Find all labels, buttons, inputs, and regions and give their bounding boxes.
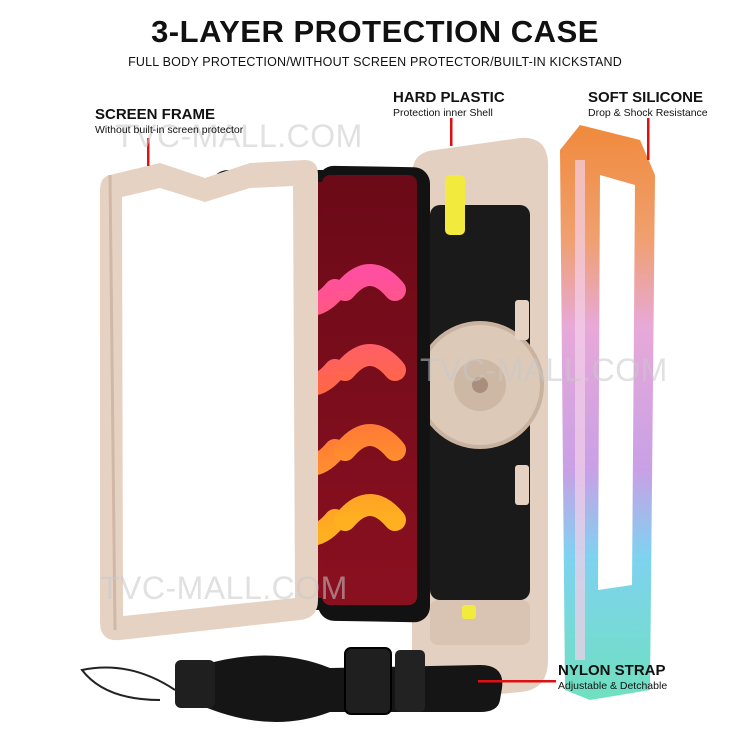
label-screen-frame: SCREEN FRAME Without built-in screen pro…: [95, 106, 243, 136]
page-title: 3-LAYER PROTECTION CASE: [151, 14, 599, 49]
label-hard-plastic-sub: Protection inner Shell: [393, 107, 493, 119]
label-screen-frame-heading: SCREEN FRAME: [95, 106, 216, 123]
watermark-bottom: TVC-MALL.COM: [100, 570, 348, 606]
screen-frame-pointer-line: [147, 138, 150, 166]
nylon-strap: [80, 647, 503, 722]
label-screen-frame-sub: Without built-in screen protector: [95, 124, 244, 136]
label-nylon-strap-heading: NYLON STRAP: [558, 662, 666, 679]
watermark-top: TVC-MALL.COM: [115, 118, 363, 154]
label-soft-silicone: SOFT SILICONE Drop & Shock Resistance: [588, 89, 708, 119]
screen-frame: [100, 160, 318, 641]
label-hard-plastic-heading: HARD PLASTIC: [393, 89, 505, 106]
label-nylon-strap-sub: Adjustable & Detchable: [558, 680, 668, 692]
label-hard-plastic: HARD PLASTIC Protection inner Shell: [393, 89, 505, 119]
label-soft-silicone-sub: Drop & Shock Resistance: [588, 107, 708, 119]
hard-plastic-pointer-line: [450, 118, 453, 146]
hard-plastic-shell: [412, 137, 548, 701]
label-soft-silicone-heading: SOFT SILICONE: [588, 89, 704, 106]
nylon-strap-pointer-line: [478, 680, 556, 683]
soft-silicone-pointer-line: [647, 118, 650, 160]
label-nylon-strap: NYLON STRAP Adjustable & Detchable: [558, 662, 667, 692]
page-subtitle: FULL BODY PROTECTION/WITHOUT SCREEN PROT…: [128, 55, 622, 69]
watermark-middle: TVC-MALL.COM: [420, 352, 668, 388]
soft-silicone-layer: [560, 125, 655, 700]
